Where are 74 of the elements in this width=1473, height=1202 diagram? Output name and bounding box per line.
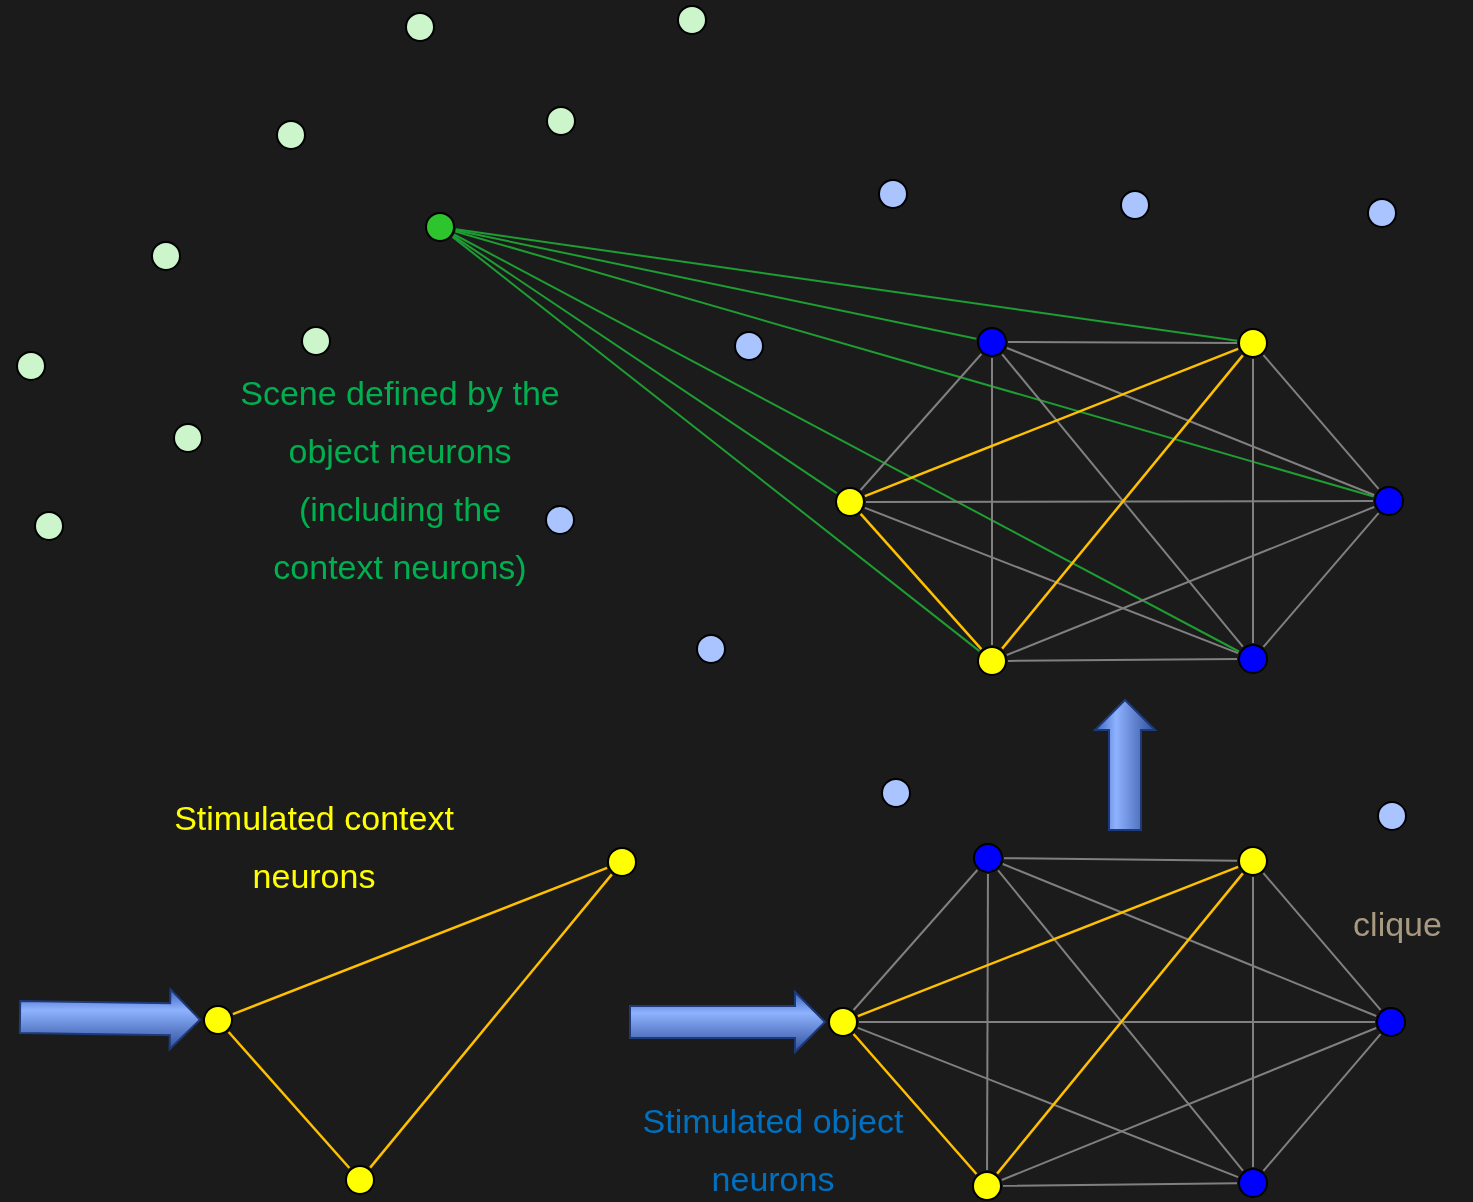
connection-line (1262, 512, 1380, 648)
neuron-circle (151, 241, 181, 271)
connection-line (1262, 1033, 1382, 1172)
neuron-circle (696, 634, 726, 664)
connection-line (1007, 341, 1238, 344)
neuron-circle (1238, 846, 1268, 876)
neuron-circle (203, 1005, 233, 1035)
connection-line (1002, 1182, 1238, 1187)
connection-line (451, 235, 981, 653)
connection-line (227, 1031, 351, 1169)
neuron-circle (835, 487, 865, 517)
block-arrow (18, 986, 202, 1052)
connection-line (369, 873, 613, 1169)
connection-line (991, 357, 993, 646)
connection-line (1262, 354, 1380, 490)
neuron-circle (173, 423, 203, 453)
neuron-circle (405, 12, 435, 42)
neuron-circle (276, 120, 306, 150)
neuron-circle (16, 351, 46, 381)
connection-line (857, 865, 1239, 1018)
neuron-circle (1367, 198, 1397, 228)
connection-line (1007, 658, 1238, 662)
scene-caption: Scene defined by the object neurons (including the context neurons) (240, 373, 560, 588)
connection-line (1252, 358, 1254, 644)
neuron-circle (1238, 644, 1268, 674)
connection-line (852, 869, 979, 1011)
neuron-circle (301, 326, 331, 356)
connection-line (865, 500, 1374, 503)
connection-line (1003, 857, 1238, 862)
neuron-circle (973, 843, 1003, 873)
neuron-circle (545, 505, 575, 535)
context-caption: Stimulated context neurons (173, 798, 455, 897)
neuron-circle (977, 327, 1007, 357)
neuron-circle (878, 179, 908, 209)
connection-line (454, 230, 1375, 498)
neuron-circle (977, 646, 1007, 676)
neuron-circle (734, 331, 764, 361)
neuron-circle (972, 1171, 1002, 1201)
connection-line (859, 352, 983, 492)
connection-line (454, 229, 978, 340)
connection-line (852, 1033, 978, 1175)
neuron-circle (34, 511, 64, 541)
neuron-circle (1374, 486, 1404, 516)
connection-line (856, 1026, 1240, 1179)
neuron-circle (1120, 190, 1150, 220)
connection-line (1005, 346, 1376, 497)
connection-line (986, 873, 989, 1171)
connection-line (859, 513, 983, 650)
neuron-circle (1238, 1168, 1268, 1198)
neuron-circle (1376, 1007, 1406, 1037)
neuron-circle (828, 1007, 858, 1037)
connection-line (453, 233, 1240, 653)
connection-line (1005, 506, 1376, 656)
connection-line (454, 228, 1239, 342)
neuron-circle (607, 847, 637, 877)
connection-line (1262, 872, 1382, 1011)
connection-line (858, 1021, 1376, 1023)
connection-line (864, 347, 1239, 498)
neuron-circle (345, 1165, 375, 1195)
neuron-circle (881, 778, 911, 808)
connection-line (1252, 876, 1254, 1168)
connection-line (1001, 863, 1378, 1017)
neuron-circle (546, 106, 576, 136)
neuron-circle (677, 5, 707, 35)
neuron-circle (425, 212, 455, 242)
clique-label: clique (1352, 904, 1443, 945)
connection-line (1000, 1027, 1378, 1181)
connection-line (863, 506, 1240, 655)
connection-line (452, 234, 838, 495)
object-caption: Stimulated object neurons (641, 1101, 905, 1200)
connection-line (232, 866, 608, 1016)
neuron-circle (1377, 801, 1407, 831)
block-arrow (629, 989, 827, 1055)
neuron-circle (1238, 328, 1268, 358)
